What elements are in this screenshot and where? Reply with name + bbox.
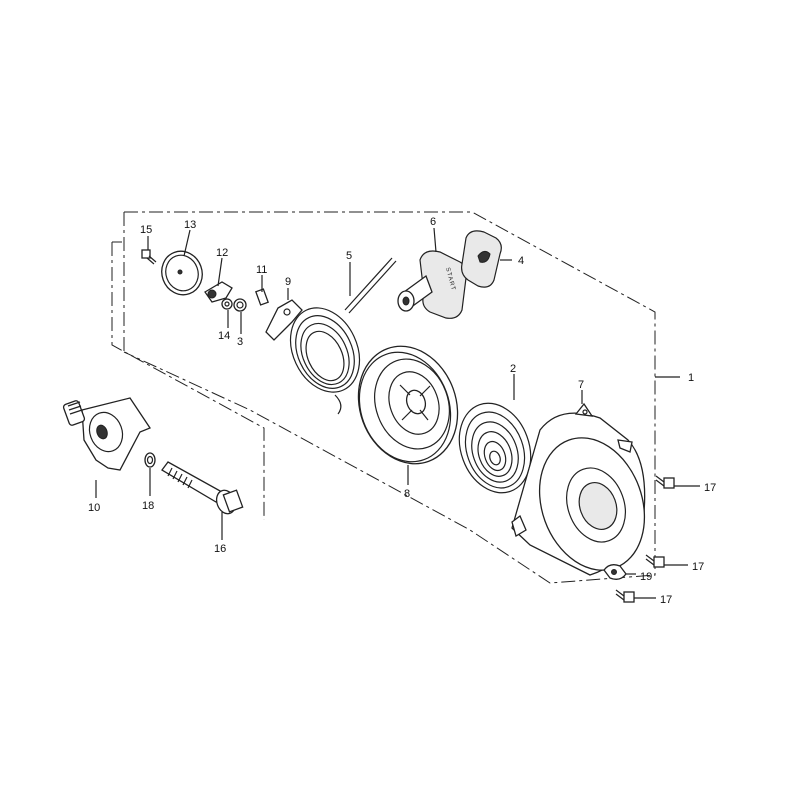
callout-15: 15 xyxy=(140,224,152,236)
part-12-ratchet xyxy=(204,281,233,303)
part-17-bolt-c xyxy=(615,589,635,603)
callout-labels: 15 13 12 11 9 5 6 4 1 14 3 2 7 8 10 18 1… xyxy=(88,216,716,606)
callout-10: 10 xyxy=(88,502,100,514)
part-18-washer xyxy=(144,452,156,468)
part-17-bolt-a xyxy=(655,475,675,489)
callout-18: 18 xyxy=(142,500,154,512)
callout-7: 7 xyxy=(578,379,584,391)
part-4-grip-cover xyxy=(461,230,502,288)
leader-lines xyxy=(95,227,700,599)
part-2-spiral-spring xyxy=(458,402,532,494)
callout-9: 9 xyxy=(285,276,291,288)
part-5-rope xyxy=(289,257,397,415)
callout-17-c: 17 xyxy=(660,594,672,606)
part-9-guide xyxy=(265,299,303,341)
callout-3: 3 xyxy=(237,336,243,348)
part-7-starter-case xyxy=(511,402,646,576)
callout-19: 19 xyxy=(640,571,652,583)
callout-12: 12 xyxy=(216,247,228,259)
callout-17-a: 17 xyxy=(704,482,716,494)
callout-6: 6 xyxy=(430,216,436,228)
callout-2: 2 xyxy=(510,363,516,375)
part-11-pin xyxy=(255,288,269,306)
callout-1: 1 xyxy=(688,372,694,384)
callout-17-b: 17 xyxy=(692,561,704,573)
callout-16: 16 xyxy=(214,543,226,555)
callout-8: 8 xyxy=(404,488,410,500)
part-16-flange-bolt xyxy=(161,461,244,515)
part-19-clip xyxy=(603,564,627,580)
callout-4: 4 xyxy=(518,255,524,267)
part-6-starter-grip: START xyxy=(397,250,468,319)
callout-11: 11 xyxy=(256,264,267,276)
part-10-starter-pulley xyxy=(62,397,151,471)
part-14-spring xyxy=(221,298,233,310)
callout-5: 5 xyxy=(346,250,352,262)
callout-14: 14 xyxy=(218,330,230,342)
part-13-plate xyxy=(161,250,203,296)
part-15-bolt xyxy=(141,249,157,265)
part-8-reel xyxy=(357,345,459,465)
part-17-bolt-b xyxy=(645,554,665,568)
callout-13: 13 xyxy=(184,219,196,231)
part-3-spring xyxy=(233,298,247,312)
